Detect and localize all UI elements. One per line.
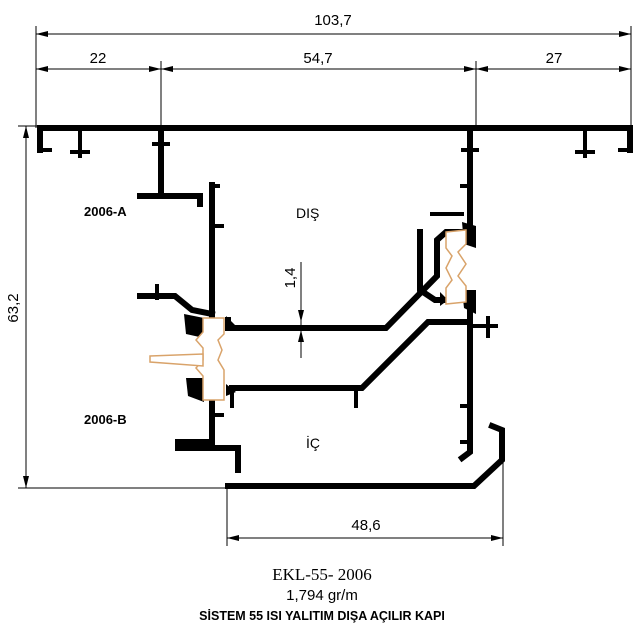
dimension-wall-thickness: 1,4 xyxy=(282,262,304,358)
bottom-width-value: 48,6 xyxy=(351,517,380,534)
dimension-overall-height: 63,2 xyxy=(5,125,228,489)
left-segment-value: 22 xyxy=(90,50,107,67)
part-a-label: 2006-A xyxy=(84,204,127,219)
dimension-overall-width: 103,7 xyxy=(35,12,632,128)
wall-thickness-value: 1,4 xyxy=(282,268,299,289)
part-b-label: 2006-B xyxy=(84,412,127,427)
right-segment-value: 27 xyxy=(546,50,563,67)
dimension-bottom-width: 48,6 xyxy=(226,440,504,546)
outside-label: DIŞ xyxy=(296,205,319,221)
overall-width-value: 103,7 xyxy=(314,12,352,29)
inside-label: İÇ xyxy=(306,434,320,451)
thermal-break-strips xyxy=(149,222,476,402)
profile-code: EKL-55- 2006 xyxy=(272,565,372,584)
profile-description: SİSTEM 55 ISI YALITIM DIŞA AÇILIR KAPI xyxy=(199,608,445,623)
dimension-segments: 22 54,7 27 xyxy=(36,50,631,128)
overall-height-value: 63,2 xyxy=(5,293,22,322)
profile-weight: 1,794 gr/m xyxy=(286,587,358,604)
aluminium-profile xyxy=(37,125,633,489)
middle-segment-value: 54,7 xyxy=(303,50,332,67)
